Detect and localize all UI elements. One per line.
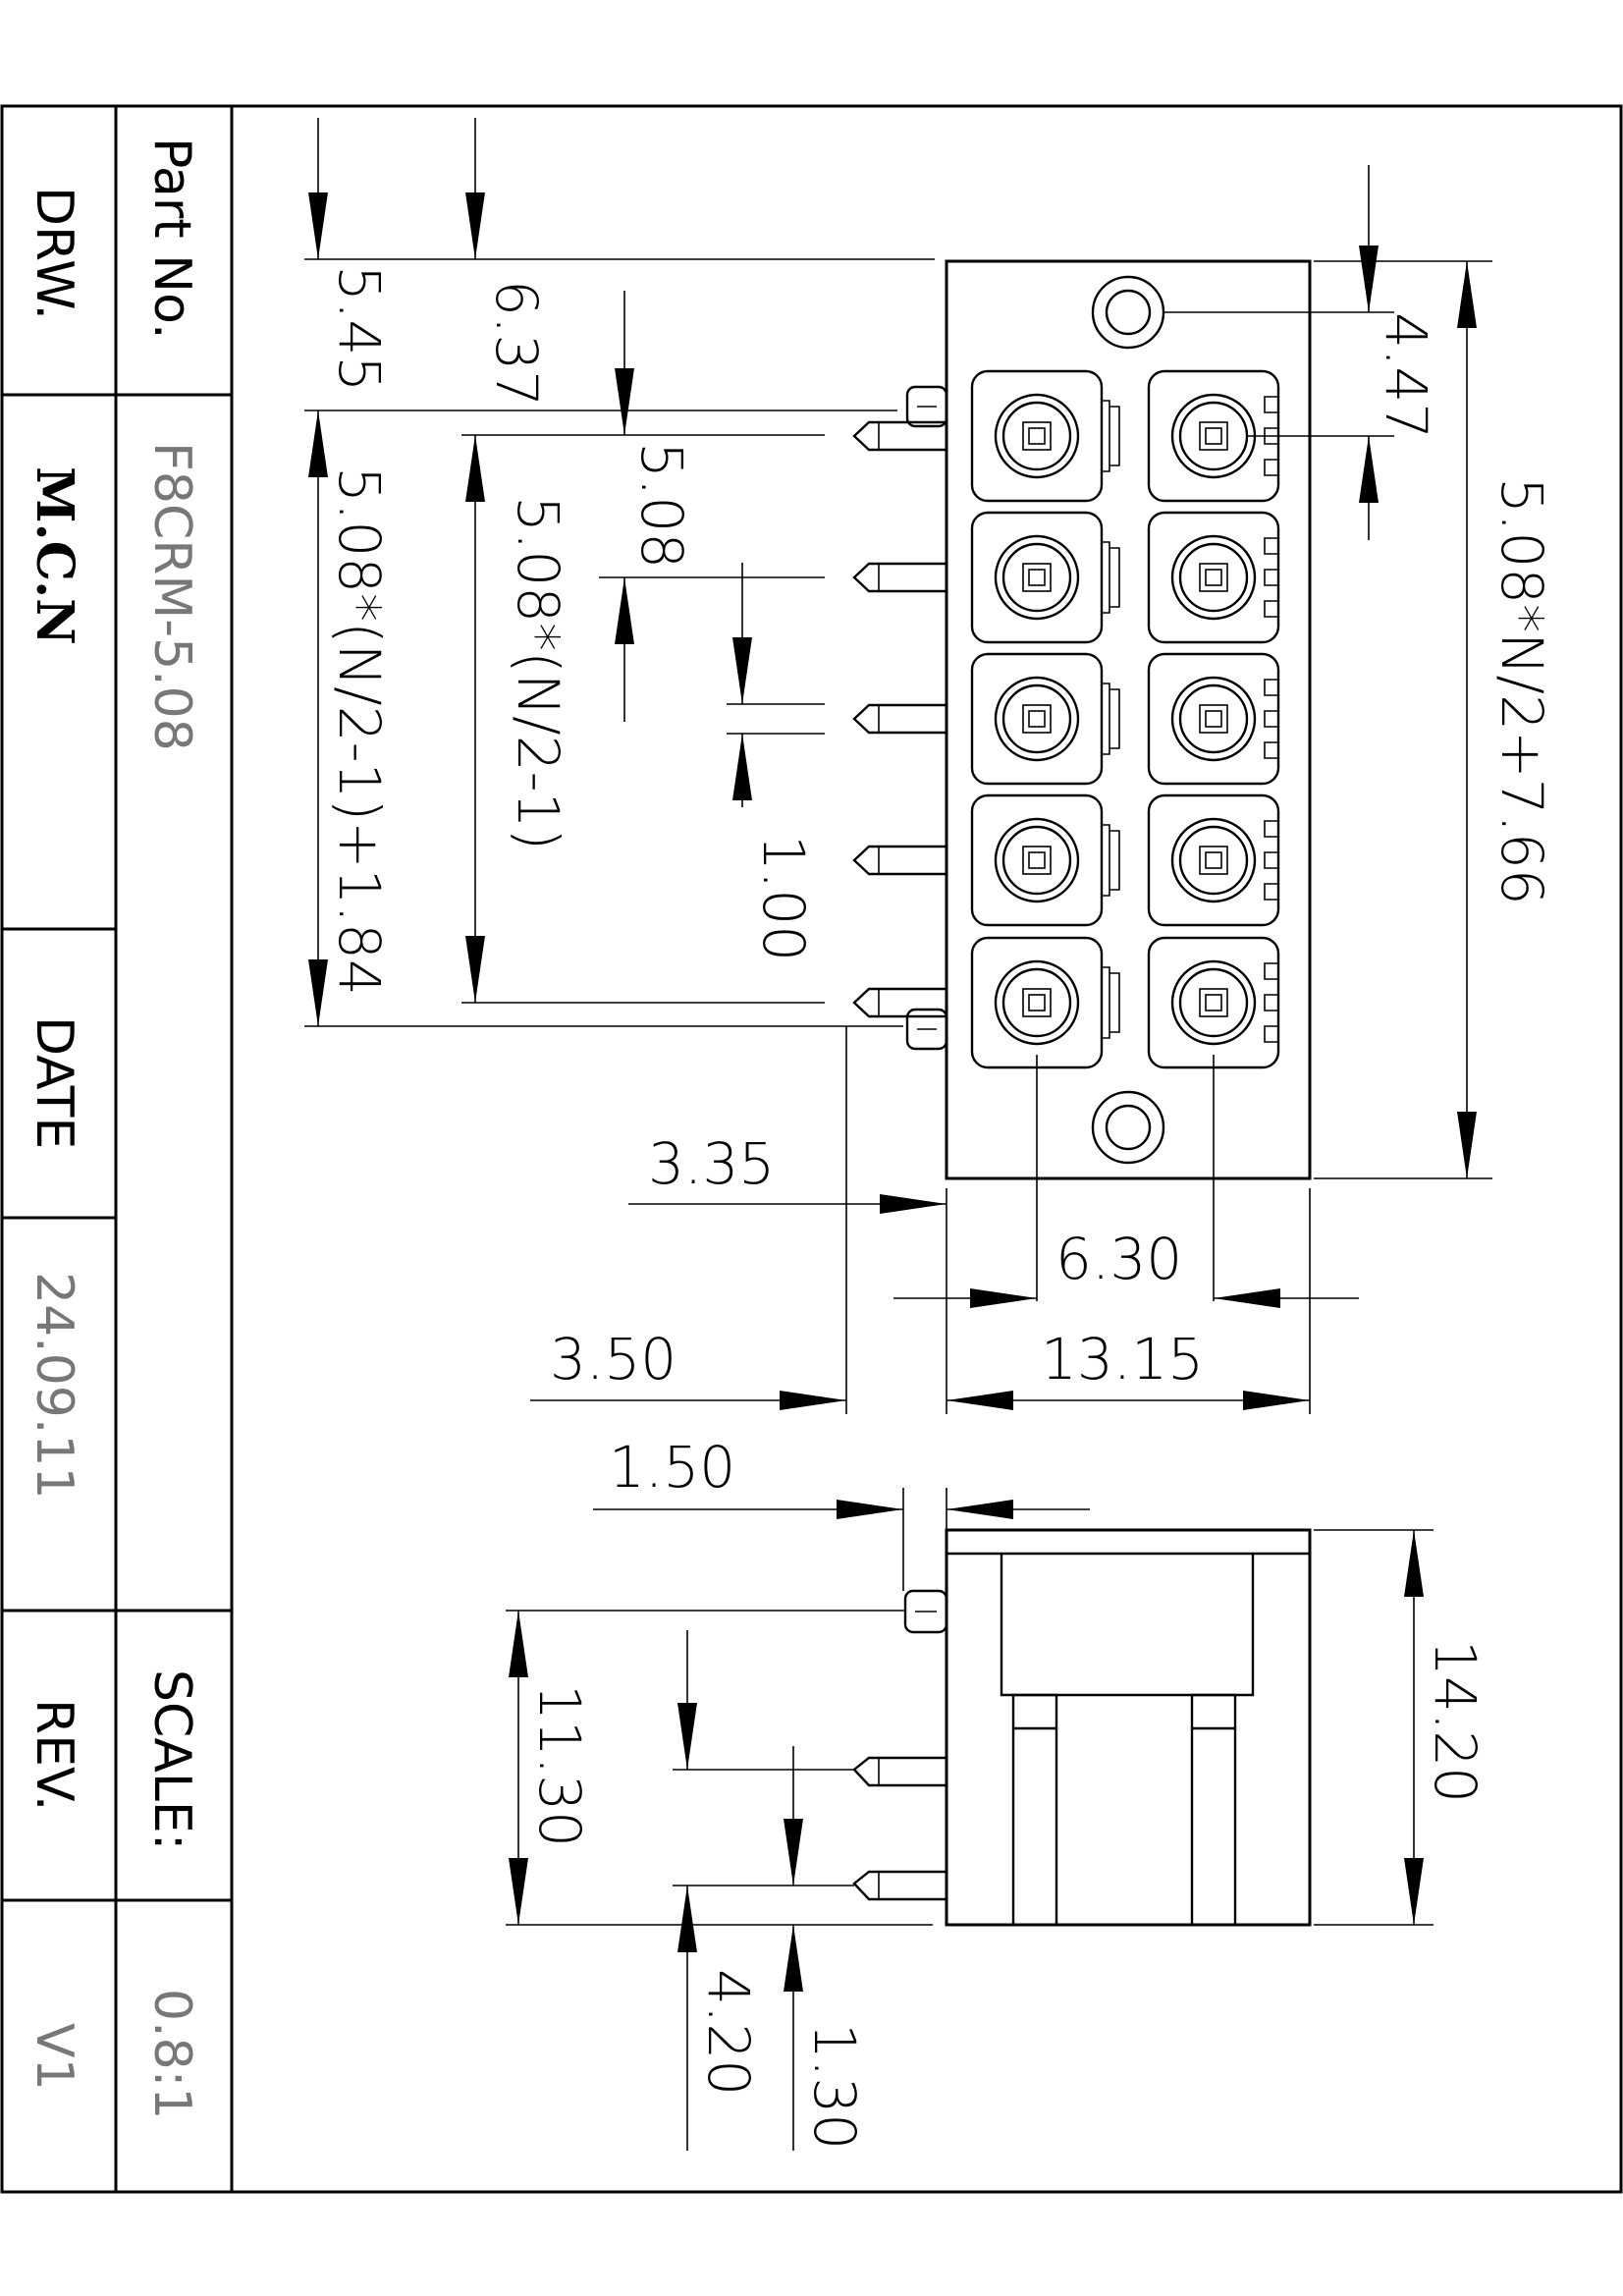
pcb-pins xyxy=(852,420,948,1018)
drw-label: DRW. xyxy=(25,187,83,320)
dim-13-15: 13.15 xyxy=(1041,1326,1204,1393)
terminal-cell xyxy=(1147,511,1280,644)
dim-pitch-minus1: 5.08*(N/2-1) xyxy=(505,496,571,850)
terminal-cell xyxy=(970,936,1120,1069)
dim-overall: 5.08*N/2+7.66 xyxy=(1488,477,1555,905)
dim-3-35: 3.35 xyxy=(648,1130,775,1197)
rev-value: V1 xyxy=(25,2023,83,2091)
dim-4-20: 4.20 xyxy=(695,1969,762,2096)
drw-value: M.C.N xyxy=(25,466,84,645)
dim-14-20: 14.20 xyxy=(1422,1640,1488,1803)
dim-6-30: 6.30 xyxy=(1055,1226,1182,1292)
dim-5-08: 5.08 xyxy=(628,442,695,569)
pcb-pin xyxy=(852,845,948,876)
terminal-cells xyxy=(970,369,1280,1069)
dim-11-30: 11.30 xyxy=(526,1684,593,1847)
dim-1-50: 1.50 xyxy=(609,1434,735,1501)
mounting-hole-top xyxy=(1091,275,1165,350)
terminal-cell xyxy=(970,511,1120,644)
terminal-cell xyxy=(1147,793,1280,927)
pcb-pin xyxy=(852,703,948,735)
dimension-labels: 5.45 5.08*(N/2-1)+1.84 6.37 5.08*(N/2-1)… xyxy=(326,265,1555,2150)
part-no-label: Part No. xyxy=(142,137,201,340)
dim-6-37: 6.37 xyxy=(483,280,550,407)
terminal-cell xyxy=(970,369,1120,503)
dim-4-47: 4.47 xyxy=(1373,312,1439,439)
dim-5-45: 5.45 xyxy=(326,265,393,392)
pcb-pin xyxy=(852,420,948,452)
title-block: Part No. F8CRM-5.08 DRW. M.C.N DATE 24.0… xyxy=(25,137,201,2119)
latch-tabs xyxy=(905,385,948,1051)
terminal-cell xyxy=(1147,936,1280,1069)
dimension-lines xyxy=(308,118,1477,2151)
dim-pitch-minus1-184: 5.08*(N/2-1)+1.84 xyxy=(326,466,393,996)
scale-value: 0.8:1 xyxy=(142,1989,201,2119)
part-no-value: F8CRM-5.08 xyxy=(142,442,201,751)
pcb-pin xyxy=(852,562,948,593)
terminal-cell xyxy=(1147,652,1280,786)
terminal-cell xyxy=(970,652,1120,786)
mounting-hole-bottom xyxy=(1091,1090,1165,1165)
dim-1-00: 1.00 xyxy=(750,835,817,961)
side-view xyxy=(852,1528,1312,1927)
rev-label: REV. xyxy=(25,1699,83,1811)
extension-lines xyxy=(304,258,1492,1926)
pcb-pin xyxy=(852,987,948,1018)
scale-label: SCALE: xyxy=(142,1669,201,1850)
drawing-frame xyxy=(0,104,1623,2194)
terminal-cell xyxy=(970,793,1120,927)
date-label: DATE xyxy=(25,1016,83,1149)
dim-1-30: 1.30 xyxy=(801,2023,868,2150)
dim-3-50: 3.50 xyxy=(550,1326,676,1393)
date-value: 24.09.11 xyxy=(25,1272,83,1500)
